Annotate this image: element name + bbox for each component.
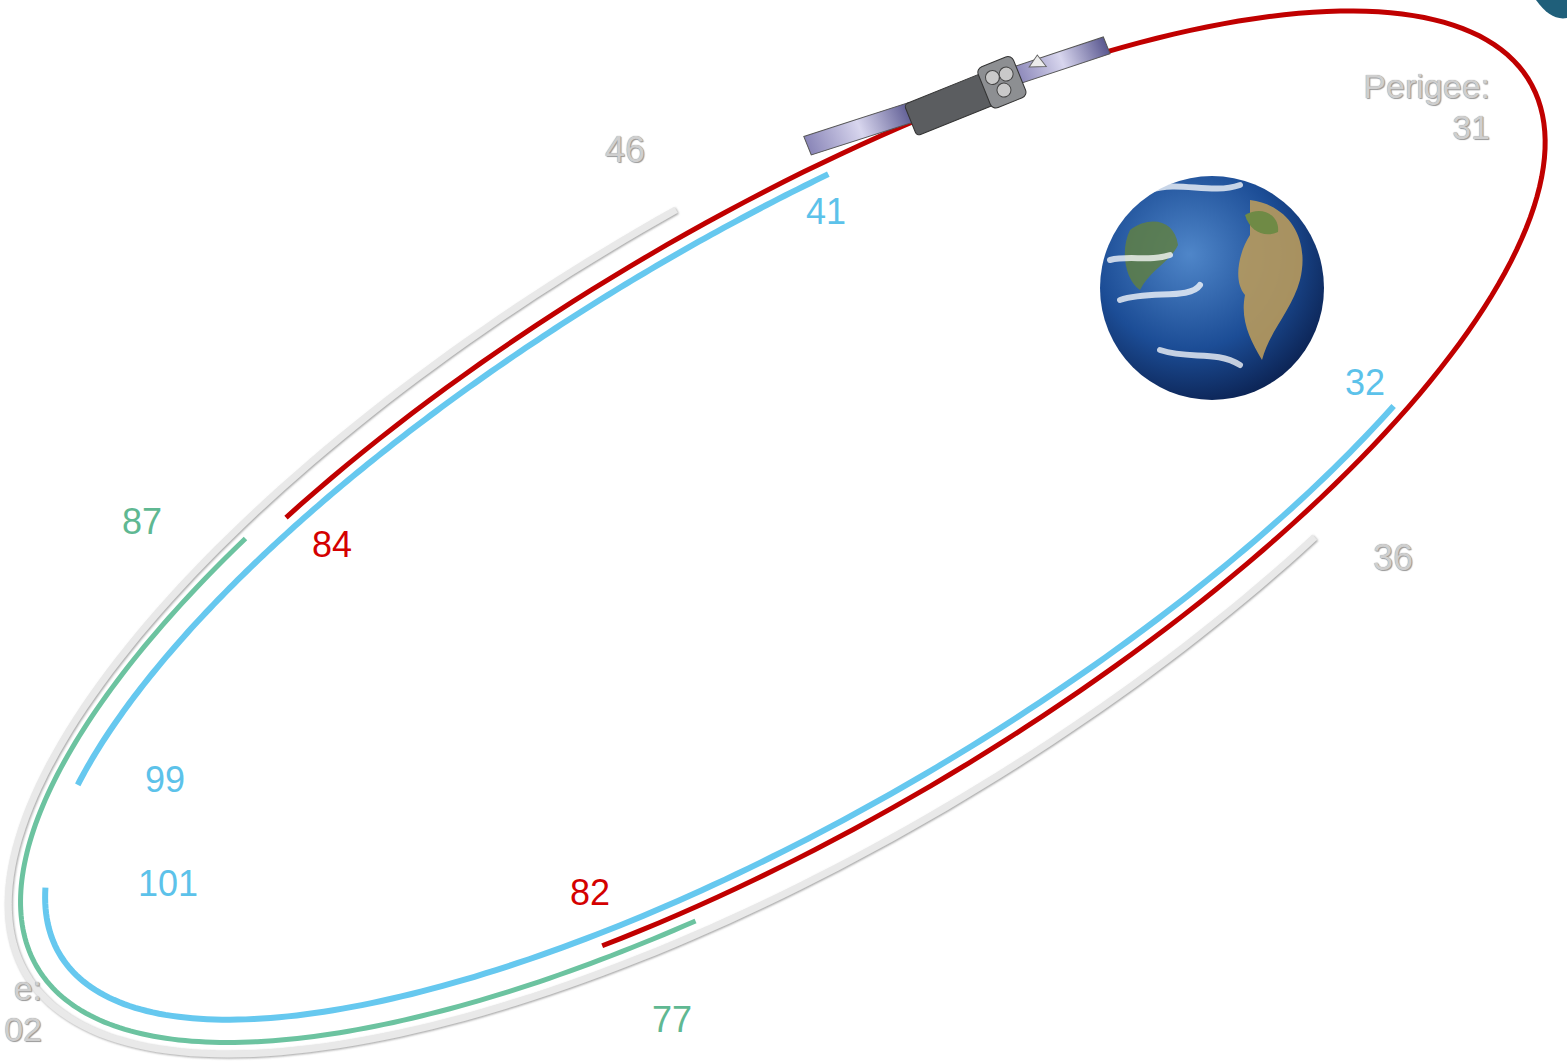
earth: [1100, 176, 1324, 400]
telescope: [997, 65, 1015, 83]
orbit-label: 77: [652, 998, 692, 1041]
satellite-body: [976, 55, 1028, 110]
orbit-arc: [286, 11, 1545, 946]
orbit-label: 41: [806, 190, 846, 233]
antenna: [1026, 54, 1046, 73]
orbit-label: 99: [145, 758, 185, 801]
orbit-label: Perigee: 31: [1340, 66, 1490, 148]
telescope: [983, 68, 1001, 86]
logo-fragment: [1536, 0, 1567, 18]
orbit-arc: [78, 174, 829, 785]
satellite: [804, 18, 1113, 179]
solar-panel: [1013, 31, 1110, 89]
orbit-label: 36: [1373, 536, 1413, 579]
orbit-label: 84: [312, 523, 352, 566]
orbit-arc: [45, 406, 1394, 1020]
orbit-arc: [21, 538, 696, 1042]
earth-globe: [1100, 176, 1324, 400]
orbit-label: 46: [605, 128, 645, 171]
solar-panel: [804, 95, 916, 162]
earth-clouds: [1110, 185, 1240, 365]
orbit-label: 32: [1345, 361, 1385, 404]
orbit-label: 101: [138, 862, 198, 905]
orbit-label: e: 02: [2, 968, 42, 1050]
earth-land: [1238, 200, 1302, 360]
orbit-label: 82: [570, 871, 610, 914]
orbit-label: 87: [122, 500, 162, 543]
telescope: [995, 81, 1013, 99]
earth-land: [1245, 211, 1278, 234]
